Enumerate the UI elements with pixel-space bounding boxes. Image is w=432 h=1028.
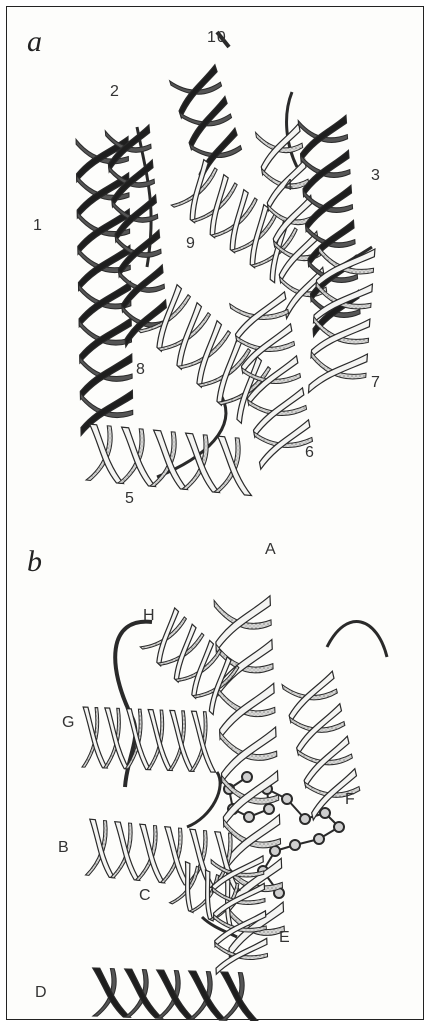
- ligand-atom: [242, 772, 252, 782]
- helix-label-1: 1: [33, 217, 43, 235]
- helix-label-6: 6: [305, 444, 315, 462]
- ligand-atom: [270, 846, 280, 856]
- figure-frame: a 1 2 3 4 5 6 7 8 9 10: [6, 6, 424, 1020]
- helix-label-F: F: [345, 791, 356, 809]
- panel-a: a 1 2 3 4 5 6 7 8 9 10: [7, 7, 425, 527]
- helix-label-G: G: [62, 714, 75, 732]
- ligand-atom: [300, 814, 310, 824]
- helix-6-ribbon: [230, 292, 313, 469]
- helix-label-2: 2: [110, 83, 120, 101]
- helix-7-ribbon: [309, 247, 375, 393]
- helix-label-E: E: [279, 929, 291, 947]
- helix-label-7: 7: [371, 374, 381, 392]
- helix-label-4: 4: [284, 177, 294, 195]
- helix-label-B: B: [58, 839, 70, 857]
- ligand-atom: [334, 822, 344, 832]
- ligand-atom: [244, 812, 254, 822]
- ligand-atom: [320, 808, 330, 818]
- helix-label-8: 8: [136, 361, 146, 379]
- panel-a-ribbon-diagram: [7, 7, 425, 527]
- ligand-atom: [290, 840, 300, 850]
- helix-label-C: C: [139, 887, 152, 905]
- helix-G-ribbon: [82, 707, 216, 772]
- helix-D-ribbon: [93, 968, 259, 1021]
- ligand-atom: [314, 834, 324, 844]
- helix-label-9: 9: [186, 235, 196, 253]
- helix-label-5: 5: [125, 490, 135, 508]
- helix-9-ribbon: [171, 160, 297, 283]
- helix-label-H: H: [143, 607, 156, 625]
- helix-label-D: D: [35, 984, 48, 1002]
- panel-b-ribbon-diagram: [7, 527, 425, 1021]
- helix-label-A: A: [265, 541, 277, 559]
- ligand-atom: [282, 794, 292, 804]
- helix-label-10: 10: [207, 29, 227, 47]
- panel-b: b A B C D E F G H: [7, 527, 425, 1021]
- ligand-atom: [264, 804, 274, 814]
- helix-label-3: 3: [371, 167, 381, 185]
- helix-5-ribbon: [86, 424, 251, 495]
- helix-3-ribbon: [298, 115, 360, 336]
